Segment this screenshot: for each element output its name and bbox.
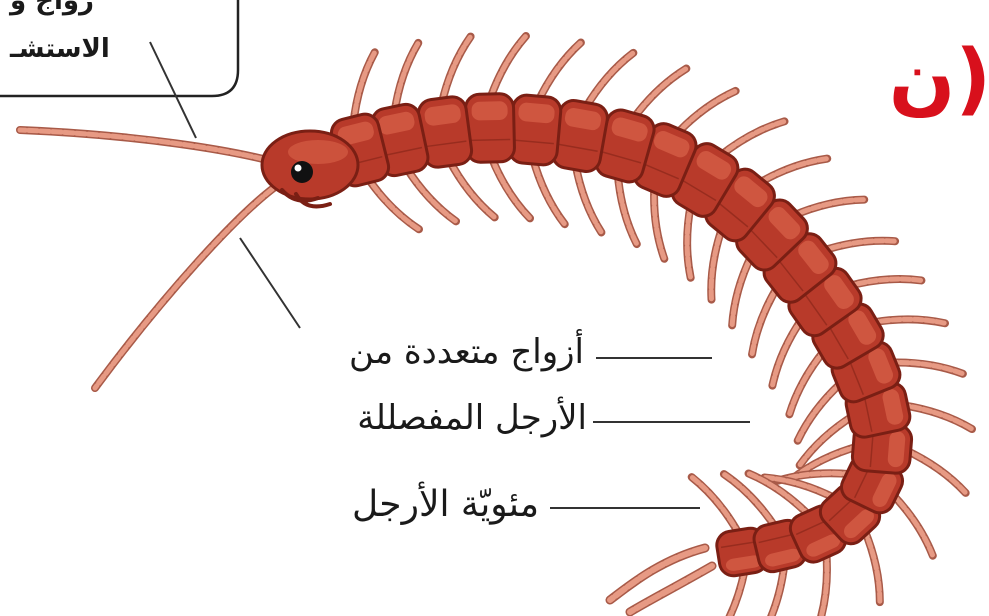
right-antenna (95, 182, 282, 388)
title-fragment: (ن (889, 34, 989, 124)
callout-text-line-1: زواج و (10, 0, 94, 16)
body-segment (508, 94, 562, 166)
label-legs-line-2: الأرجل المفصللة (357, 398, 587, 438)
left-antenna (20, 130, 275, 162)
label-centipede-name: مئويّة الأرجل (352, 484, 539, 525)
callout-text-line-2: الاستشـ (10, 34, 110, 64)
antenna-leader-line (240, 238, 300, 328)
label-legs-line-1: أزواج متعددة من (349, 332, 584, 372)
eye-icon (291, 161, 313, 183)
